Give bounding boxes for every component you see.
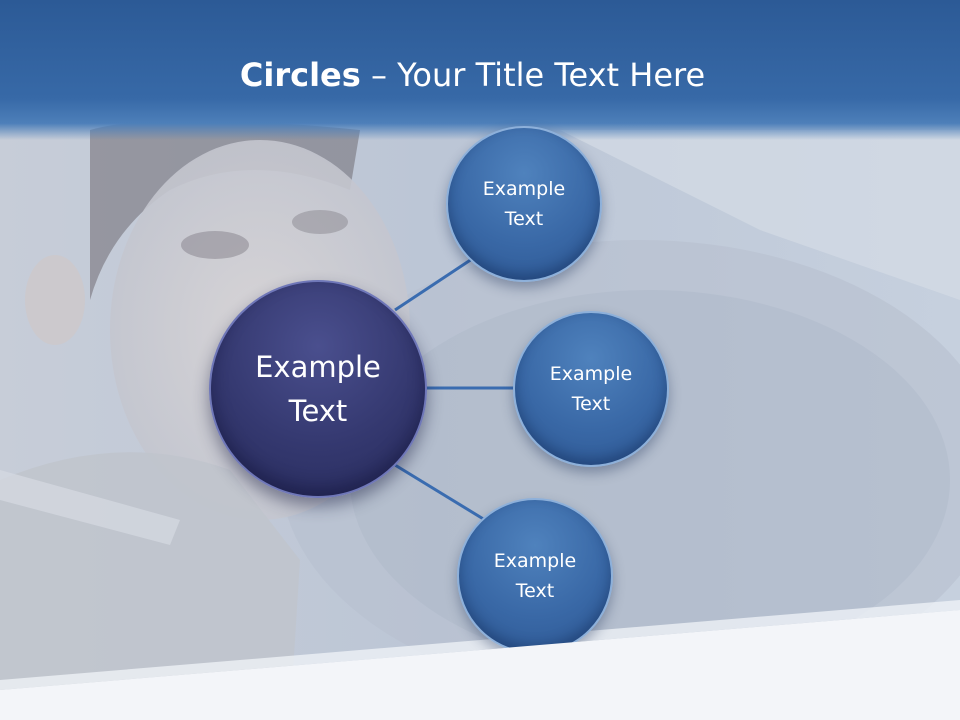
title-bar (0, 0, 960, 140)
title-text: – Your Title Text Here (360, 56, 706, 94)
node-circle-middle[interactable]: Example Text (513, 311, 669, 467)
title-bold: Circles (239, 56, 361, 94)
node-circle-top[interactable]: Example Text (446, 126, 602, 282)
connector-bottom (394, 463, 486, 522)
slide-title: Circles – Your Title Text Here (0, 52, 945, 98)
center-circle[interactable]: Example Text (209, 280, 427, 498)
connector-top (394, 253, 479, 312)
